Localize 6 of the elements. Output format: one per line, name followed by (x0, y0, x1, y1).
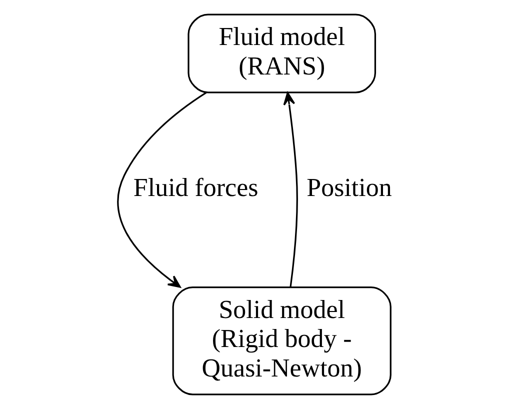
arrow (117, 92, 207, 288)
node-box: Solid model (Rigid body - Quasi-Newton) (172, 286, 392, 396)
arrow (283, 92, 298, 287)
node-box: Fluid model (RANS) (188, 14, 376, 94)
edge-label: Position (306, 173, 392, 202)
edge-label: Fluid forces (133, 173, 258, 202)
